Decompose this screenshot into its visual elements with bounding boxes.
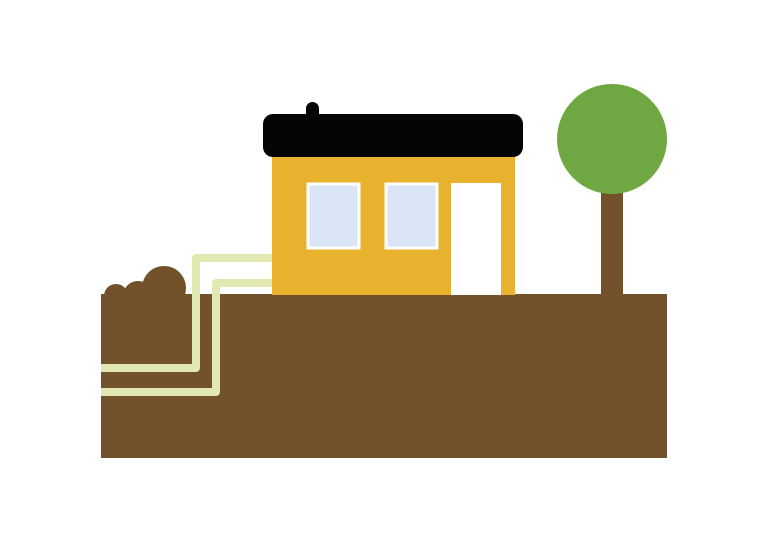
tree-trunk bbox=[601, 180, 623, 296]
tree-canopy bbox=[557, 84, 667, 194]
house-door bbox=[451, 183, 501, 295]
pipe-inner bbox=[101, 279, 272, 396]
house-roof bbox=[263, 102, 523, 157]
window-left bbox=[306, 182, 361, 250]
roof-slab bbox=[263, 114, 523, 157]
ground-block bbox=[101, 294, 667, 458]
window-right bbox=[384, 182, 439, 250]
pipe-outer bbox=[101, 254, 272, 372]
ground-pipe-icon bbox=[101, 254, 272, 396]
tree-icon bbox=[557, 84, 667, 296]
